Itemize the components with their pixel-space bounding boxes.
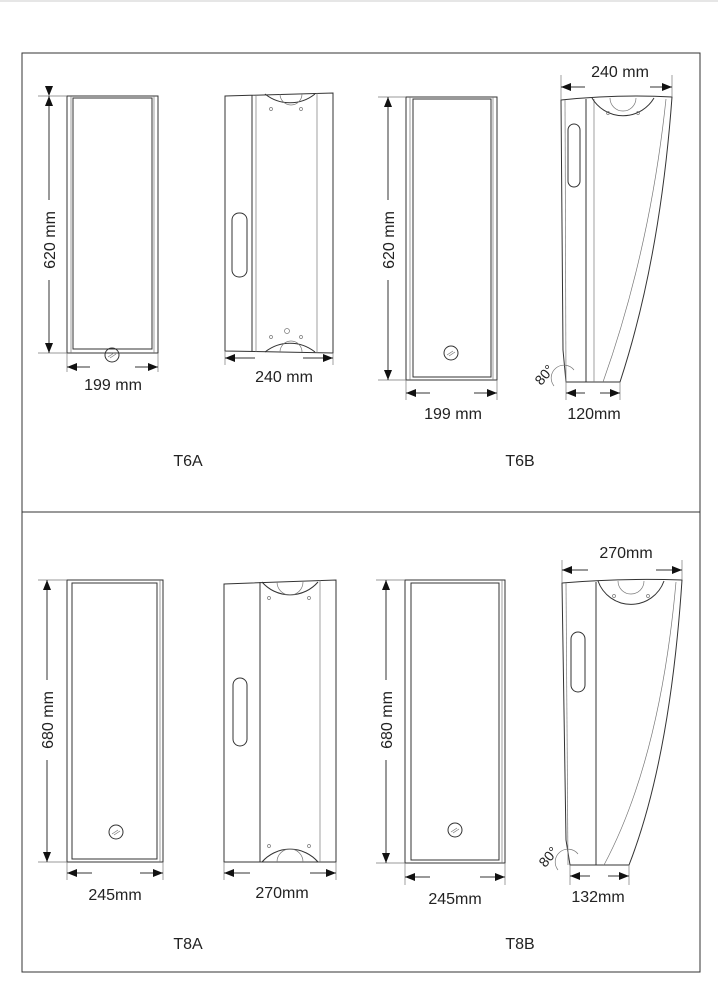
t6b-front-view [405,96,498,381]
t6a-front-width-dimension [66,353,159,372]
t6b-bottom-width-dimension [565,382,621,400]
t8b-bottom-width-dimension [569,865,630,885]
t8a-height-label: 680 mm [40,691,57,749]
handle-slot-icon [232,677,248,747]
t8b-front-width-label: 245mm [428,891,481,908]
t8b-side-view [561,578,683,866]
t8a-side-width-dimension [223,862,337,880]
t8a-side-view [223,579,337,863]
handle-slot-icon [570,631,586,693]
t6b-front-width-dimension [405,380,498,400]
handle-slot-icon [231,212,248,278]
t6b-top-width-label: 240 mm [591,64,649,81]
t6a-front-view [66,95,159,354]
t6a-height-dimension [38,86,67,354]
t6b-height-label: 620 mm [381,211,398,269]
t8b-angle-arc [554,848,579,871]
t6b-side-view [560,95,673,383]
t6a-visible-logo-icon [104,347,120,363]
t6a-front-width-label: 199 mm [84,377,142,394]
t8a-front-width-label: 245mm [88,887,141,904]
t6a-model-label: T6A [173,453,203,470]
t6b-front-width-label: 199 mm [424,406,482,423]
t6b-angle-arc [550,364,575,387]
t8b-front-view [404,579,506,864]
t6a-height-label: 620 mm [42,211,59,269]
t8a-height-dimension [38,579,67,863]
t8b-logo-icon [447,822,463,838]
t6a-side-width-label: 240 mm [255,369,313,386]
t8b-bottom-width-label: 132mm [571,889,624,906]
t8b-top-width-dimension [561,560,683,583]
t8b-model-label: T8B [505,936,534,953]
t6b-bottom-width-label: 120mm [567,406,620,423]
t8b-height-label: 680 mm [379,691,396,749]
t8b-top-width-label: 270mm [599,545,652,562]
handle-slot-icon [567,123,581,188]
t6b-logo-icon [443,345,459,361]
t6b-model-label: T6B [505,453,534,470]
t6b-top-width-dimension [560,75,673,100]
t6b-angle-label: 80° [531,362,557,389]
t8a-side-width-label: 270mm [255,885,308,902]
t8a-front-view [66,579,164,863]
t8a-logo-icon [108,824,124,840]
t8b-angle-label: 80° [535,844,561,871]
t8a-front-width-dimension [66,862,164,880]
t8b-height-dimension [376,579,405,864]
t6b-height-dimension [378,96,406,381]
t6a-side-view [224,92,334,354]
t8b-front-width-dimension [404,863,506,885]
t8a-model-label: T8A [173,936,203,953]
t6a-side-width-dimension [224,351,334,365]
